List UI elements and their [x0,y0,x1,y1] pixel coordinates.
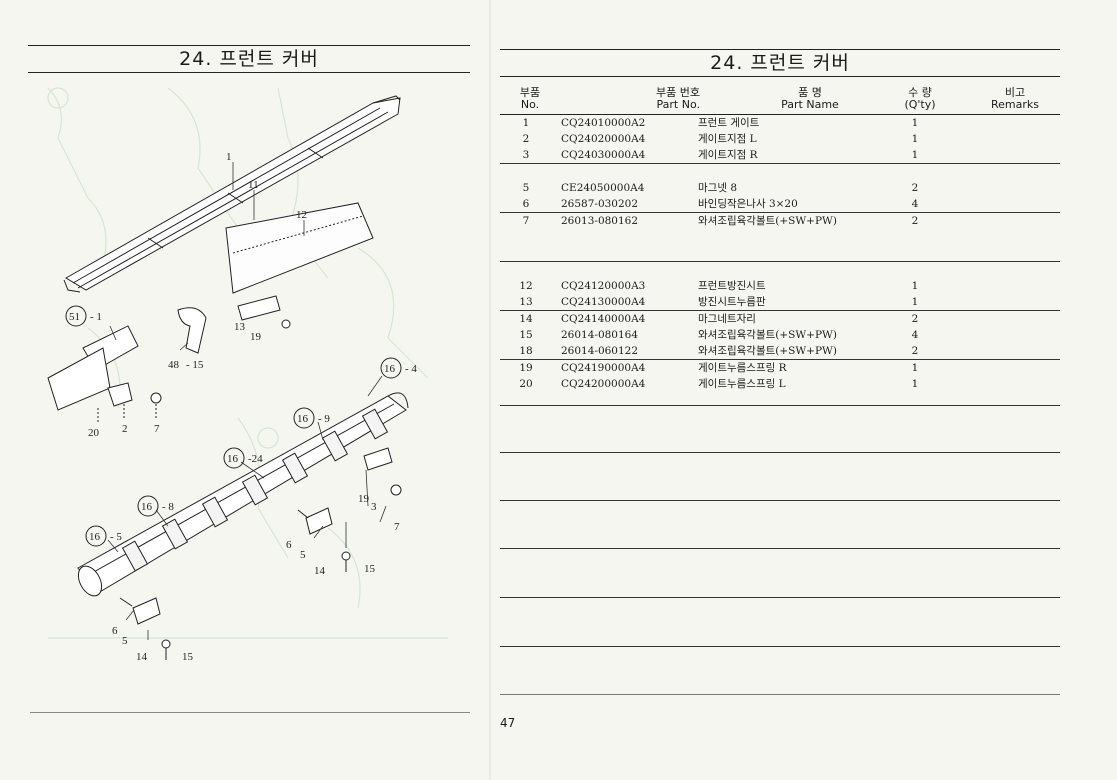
header-part-name: 품 명 Part Name [781,86,839,111]
callout-16-8-suffix: - 8 [162,501,174,513]
table-row: 15 26014-080164 와셔조립육각볼트(+SW+PW) 4 [519,329,919,341]
callout-13: 13 [234,321,246,333]
table-row: 2 CQ24020000A4 게이트지점 L 1 [522,133,919,145]
callout-16-4: 16 [384,363,396,375]
callout-16-5: 16 [89,531,101,543]
table-spacer [500,262,1060,278]
left-page-title: 24. 프런트 커버 [28,45,470,73]
callout-16-5-suffix: - 5 [110,531,122,543]
empty-rule [500,405,1060,406]
callout-14-right: 14 [314,565,326,577]
left-page: 24. 프런트 커버 [0,0,490,780]
front-dust-sheet [225,202,374,294]
callout-19-bottom: 19 [358,493,370,505]
callout-16-24-suffix: -24 [248,453,263,465]
callout-19-top: 19 [250,331,262,343]
header-no: 부품 No. [519,86,541,111]
table-row: 19 CQ24190000A4 게이트누름스프링 R 1 [519,362,919,374]
callout-1: 1 [226,151,232,163]
callout-5-right: 5 [300,549,306,561]
right-bottom-rule [500,694,1060,695]
empty-rule [500,500,1060,501]
callout-2: 2 [122,423,128,435]
table-row: 5 CE24050000A4 마그넷 8 2 [522,182,919,194]
table-row: 13 CQ24130000A4 방진시트누름판 1 [500,294,1060,311]
right-page: 24. 프런트 커버 부품 No. 부품 번호 Part No. 품 명 Par… [490,0,1117,780]
table-spacer [500,229,1060,262]
empty-rule [500,452,1060,453]
magnet-mount-right [297,447,402,572]
callout-51: 51 [69,311,80,323]
left-hinge-assembly [47,325,162,423]
header-part-no: 부품 번호 Part No. [656,86,700,111]
table-spacer [500,164,1060,180]
callout-12: 12 [296,209,307,221]
callout-3: 3 [371,501,377,513]
callout-11: 11 [248,179,259,191]
table-header: 부품 No. 부품 번호 Part No. 품 명 Part Name 수 량 … [500,86,1060,115]
callout-14-left: 14 [136,651,148,663]
callout-16-24: 16 [227,453,239,465]
leader-lines [107,162,387,640]
table-row: 7 26013-080162 와셔조립육각볼트(+SW+PW) 2 [522,215,919,227]
callout-20: 20 [88,427,100,439]
callout-16-9-suffix: - 9 [318,413,330,425]
callout-51-circle [65,305,87,327]
callout-16-4-suffix: - 4 [405,363,417,375]
callout-6-right: 6 [286,539,292,551]
callout-15-right: 15 [364,563,376,575]
header-qty: 수 량 (Q'ty) [904,86,936,111]
parts-table: 부품 No. 부품 번호 Part No. 품 명 Part Name 수 량 … [500,86,1060,392]
callout-16-8: 16 [141,501,153,513]
page-number: 47 [500,716,516,730]
empty-rule [500,597,1060,598]
callout-48: 48 [168,359,180,371]
callout-51-suffix: - 1 [90,311,102,323]
callout-48-suffix: - 15 [186,359,204,371]
hinge-bar [77,392,409,597]
empty-rule [500,548,1060,549]
empty-rule [500,646,1060,647]
book-spine [489,0,491,780]
sheet-clamp-plate [237,295,291,329]
callout-16-4-circle [380,357,402,379]
header-remarks: 비고 Remarks [991,86,1039,111]
callout-16-9: 16 [297,413,309,425]
callout-15-left: 15 [182,651,194,663]
table-row: 20 CQ24200000A4 게이트누름스프링 L 1 [519,378,919,390]
magnet-mount-left [119,597,171,660]
table-row: 3 CQ24030000A4 게이트지점 R 1 [500,147,1060,164]
callout-7-left: 7 [154,423,160,435]
callout-16-9-circle [293,407,315,429]
callout-16-24-circle [223,447,245,469]
table-row: 6 26587-030202 바인딩작은나사 3×20 4 [500,196,1060,213]
callout-7-right: 7 [394,521,400,533]
table-row: 14 CQ24140000A4 마그네트자리 2 [519,313,919,325]
callout-5-left: 5 [122,635,128,647]
right-page-title: 24. 프런트 커버 [500,49,1060,77]
left-bottom-rule [30,712,470,713]
table-row: 1 CQ24010000A2 프런트 게이트 1 [522,117,919,129]
table-row: 18 26014-060122 와셔조립육각볼트(+SW+PW) 2 [500,343,1060,360]
table-row: 12 CQ24120000A3 프런트방진시트 1 [519,280,919,292]
callout-16-5-circle [85,525,107,547]
front-gate-rail [63,95,401,293]
callout-16-8-circle [137,495,159,517]
left-bracket [177,307,207,354]
callout-labels: 1 11 12 13 19 51 - 1 48 - 15 20 2 7 16 -… [65,151,417,663]
exploded-parts-diagram: 1 11 12 13 19 51 - 1 48 - 15 20 2 7 16 -… [47,87,448,663]
callout-6-left: 6 [112,625,118,637]
